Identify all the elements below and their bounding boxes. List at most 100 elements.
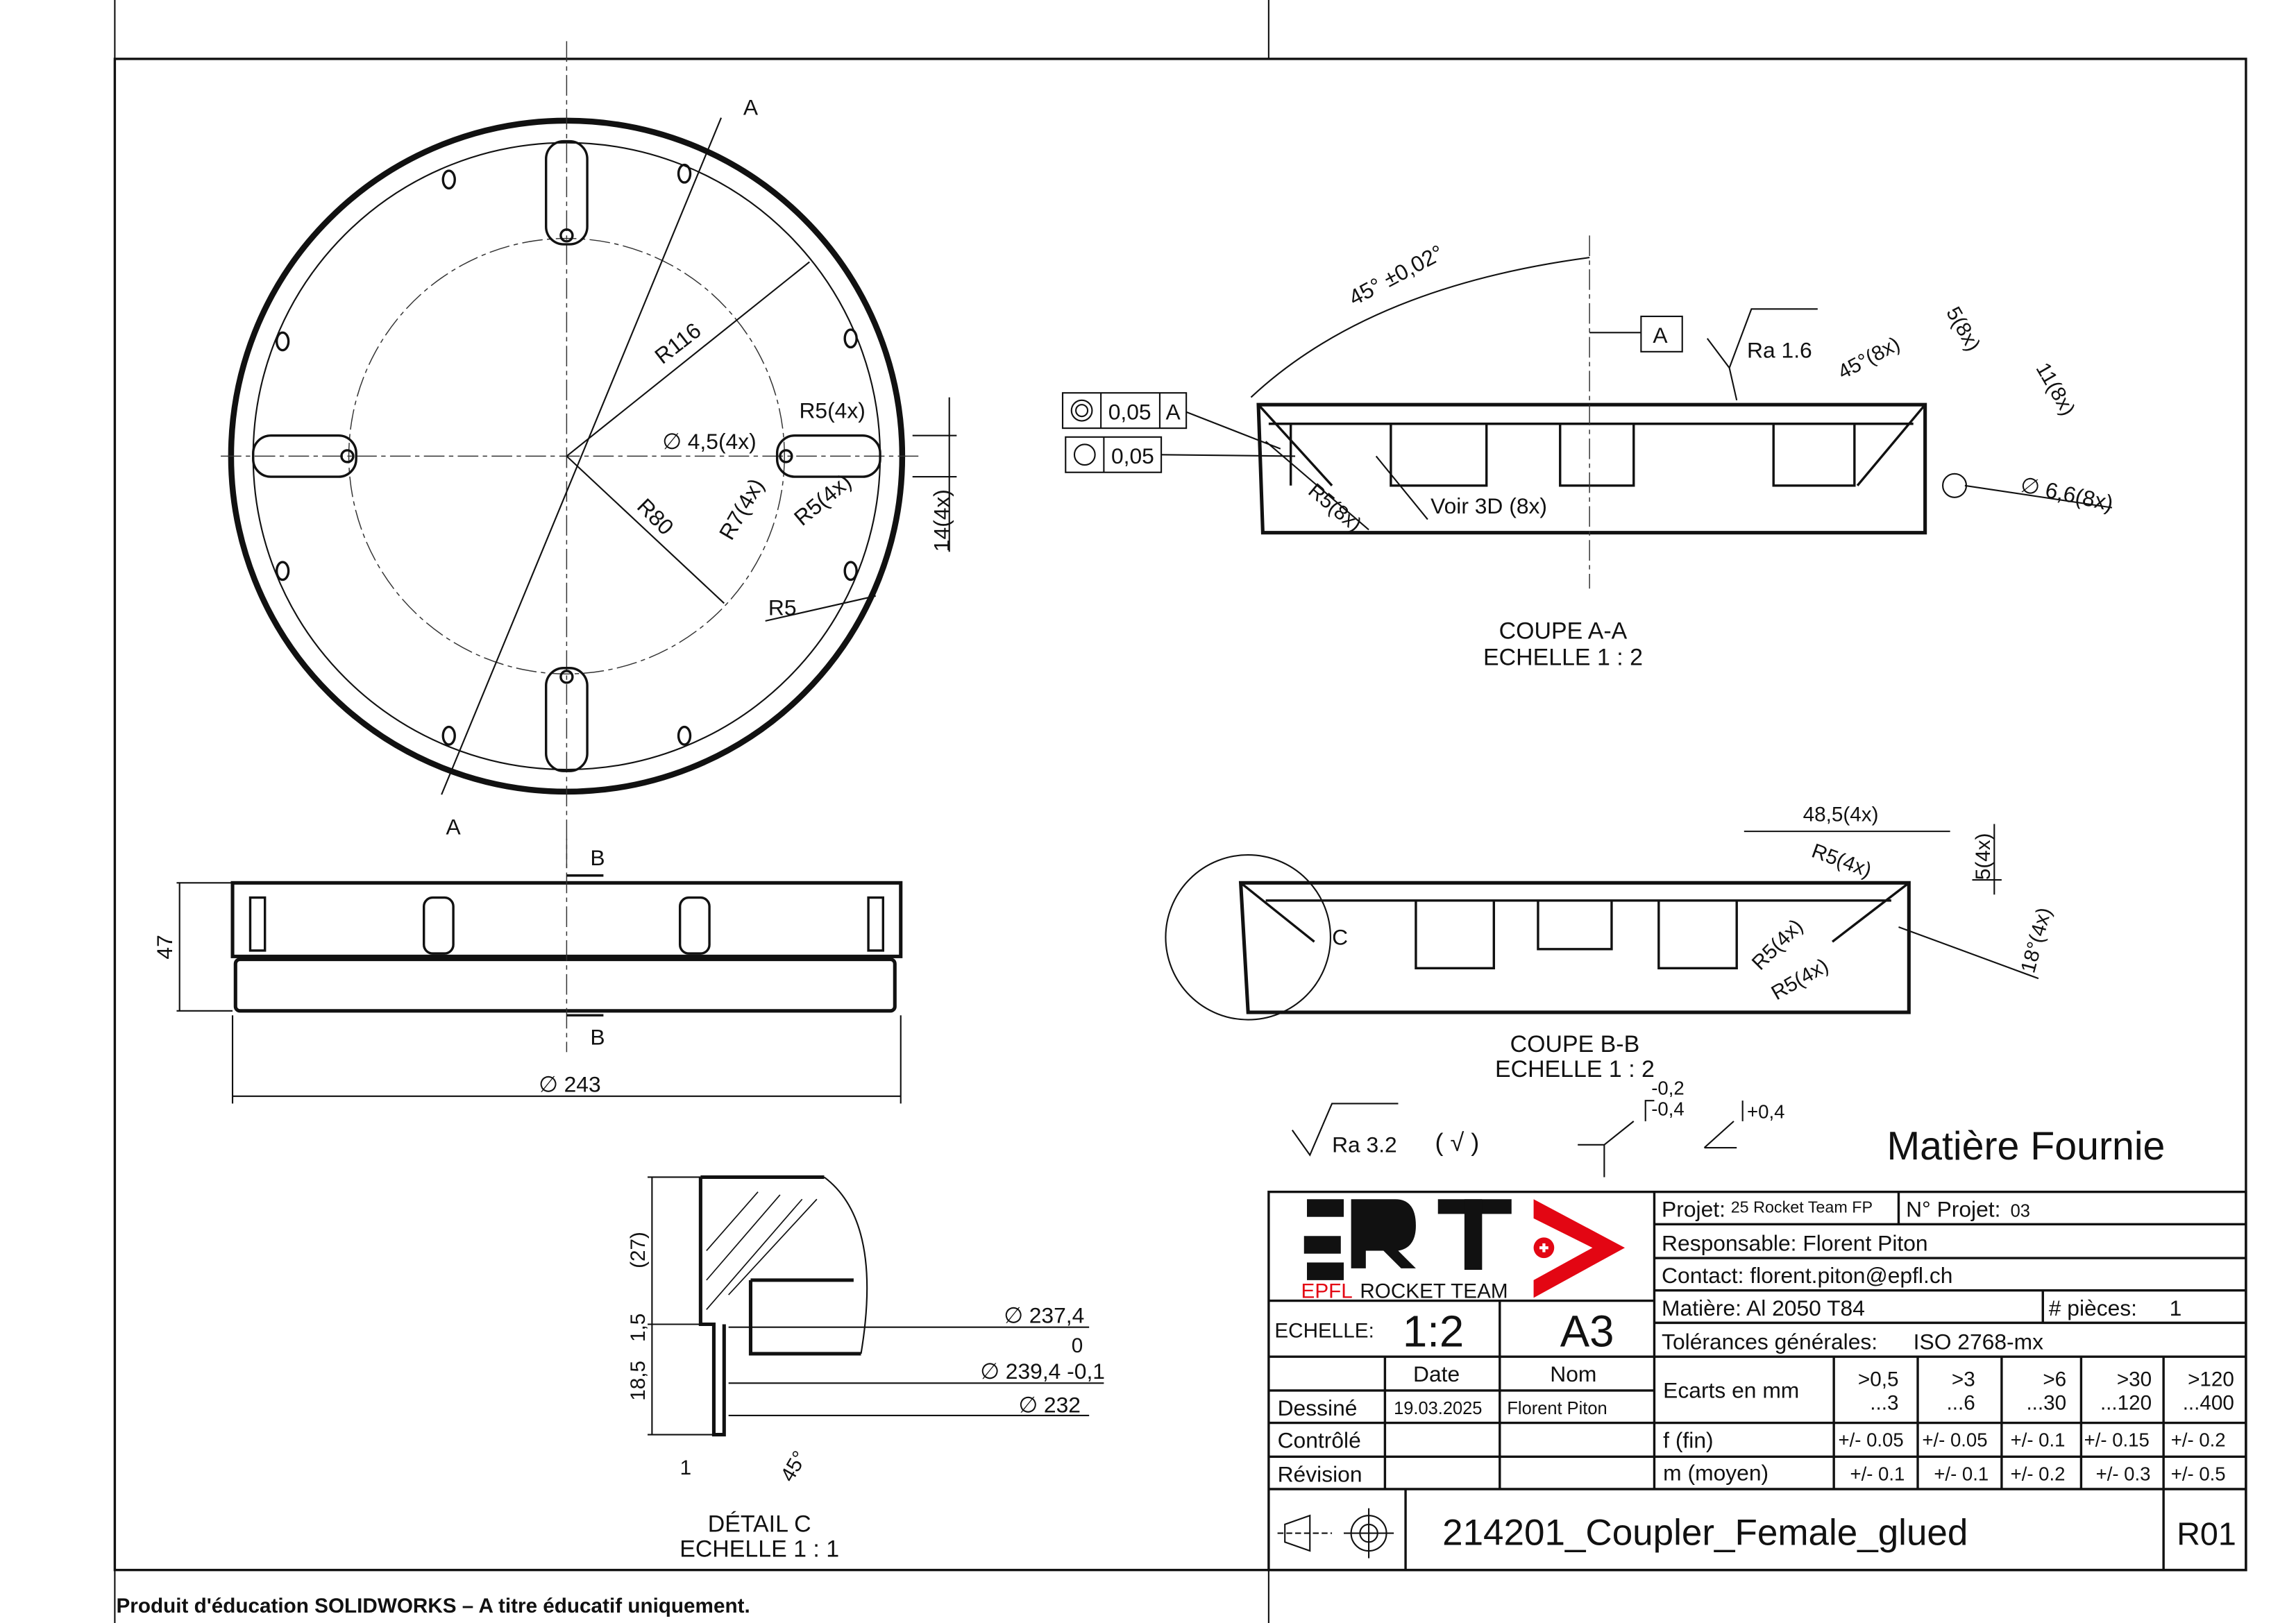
sheet-frame [113,0,2247,1623]
range-header: ...6 [1946,1391,1975,1414]
contact: Contact: florent.piton@epfl.ch [1662,1263,1952,1288]
dim-1: 1 [680,1456,692,1479]
detail-c-marker: C [1332,924,1348,949]
section-a-scale: ECHELLE 1 : 2 [1483,645,1643,671]
top-view: A A R116 R80 ∅ 4,5(4x) R5(4x) R7(4x) R5(… [221,41,957,869]
dim-14-4x: 14(4x) [929,489,954,552]
moyen-value: +/- 0.2 [2011,1463,2066,1484]
dim-45: 45° [776,1447,811,1486]
general-symbols: Ra 3.2 ( √ ) -0,2 -0,4 +0,4 Matière Four… [1291,1078,2165,1178]
range-header: >0,5 [1858,1368,1899,1391]
range-header: >30 [2117,1368,2152,1391]
logo-epfl: EPFL [1301,1280,1353,1302]
logo-rocket-team: ROCKET TEAM [1360,1280,1508,1302]
dim-r5-4x-a: R5(4x) [799,398,865,423]
projet-value: 25 Rocket Team FP [1731,1198,1873,1216]
echelle-value: 1:2 [1403,1307,1464,1356]
date-header: Date [1413,1361,1460,1386]
range-header: ...400 [2183,1391,2234,1414]
section-b-label-top: B [590,845,605,870]
gdt-concentricity-datum: A [1165,399,1181,424]
roughness-check-symbol: ( √ ) [1435,1128,1480,1156]
range-header: ...30 [2026,1391,2066,1414]
side-view: 47 ∅ 243 B B [152,838,903,1104]
dim-angle-45-8x: 45°(8x) [1834,332,1904,384]
tol-plus: +0,4 [1747,1101,1784,1123]
section-a-label-bottom: A [446,814,462,839]
fin-value: +/- 0.2 [2171,1429,2226,1451]
tolerances-value: ISO 2768-mx [1914,1329,2043,1354]
dim-r5-4x-mid: R5(4x) [1748,915,1807,974]
dim-27: (27) [627,1232,650,1268]
dim-angle-45: 45° ±0,02° [1344,240,1447,311]
pieces-value: 1 [2170,1295,2182,1320]
drawing-name: 214201_Coupler_Female_glued [1442,1513,1968,1554]
ert-logo: EPFL ROCKET TEAM [1301,1199,1626,1302]
ecarts-label: Ecarts en mm [1663,1378,1799,1403]
dim-r5-8x: R5(8x) [1304,479,1366,536]
projection-symbol-icon [1277,1508,1394,1558]
gdt-concentricity-value: 0,05 [1108,399,1151,424]
dim-5-8x: 5(8x) [1941,303,1984,355]
section-b-scale: ECHELLE 1 : 2 [1495,1056,1655,1082]
fin-value: +/- 0.15 [2084,1429,2150,1451]
tolerances-label: Tolérances générales: [1662,1329,1877,1354]
dim-angle-18: 18°(4x) [2016,905,2056,975]
revision-code: R01 [2177,1516,2236,1552]
row-revision-label: Révision [1278,1461,1362,1486]
fin-value: +/- 0.05 [1922,1429,1987,1451]
note-voir-3d: Voir 3D (8x) [1430,493,1547,518]
roughness-ra16: Ra 1.6 [1747,337,1812,362]
moyen-value: +/- 0.1 [1934,1463,1989,1484]
dim-r5-4x-top: R5(4x) [1809,840,1875,882]
dim-r5-4x-b: R5(4x) [789,469,856,531]
row-dessine-date: 19.03.2025 [1394,1399,1482,1418]
range-header: ...3 [1870,1391,1898,1414]
dim-r116: R116 [650,318,705,369]
moyen-value: +/- 0.3 [2096,1463,2151,1484]
roughness-ra32: Ra 3.2 [1332,1132,1397,1157]
tol-upper: -0,2 [1651,1078,1684,1099]
echelle-label: ECHELLE: [1274,1320,1374,1343]
sheet-format: A3 [1560,1307,1614,1356]
dim-diameter-243: ∅ 243 [539,1071,601,1096]
fin-value: +/- 0.05 [1839,1429,1904,1451]
projet-label: Projet: [1662,1197,1725,1222]
responsable: Responsable: Florent Piton [1662,1230,1928,1255]
dim-hole-6-6: ∅ 6,6(8x) [2018,472,2116,516]
dim-d232: ∅ 232 [1018,1393,1081,1418]
datum-a: A [1653,323,1668,348]
dim-d239-upper: 0 [1072,1334,1083,1357]
moyen-value: +/- 0.5 [2171,1463,2226,1484]
fin-value: +/- 0.1 [2011,1429,2066,1451]
row-dessine-nom: Florent Piton [1507,1399,1607,1418]
tol-lower: -0,4 [1651,1098,1684,1119]
detail-c: (27) 1,5 18,5 1 45° ∅ 237,4 0 ∅ 239,4 -0… [627,1175,1105,1563]
gdt-circularity-value: 0,05 [1111,443,1154,468]
section-b-b: 48,5(4x) R5(4x) 5(4x) R5(4x) R5(4x) 18°(… [1165,803,2056,1082]
dim-r7-4x: R7(4x) [714,474,769,544]
dim-hole-4-5: ∅ 4,5(4x) [662,429,757,454]
row-dessine-label: Dessiné [1278,1395,1358,1420]
section-b-title: COUPE B-B [1510,1031,1640,1057]
section-a-title: COUPE A-A [1499,618,1628,644]
dim-r5-4x-low: R5(4x) [1767,954,1832,1005]
row-controle-label: Contrôlé [1278,1428,1361,1453]
moyen-value: +/- 0.1 [1850,1463,1905,1484]
dim-r5: R5 [768,595,797,620]
detail-c-title: DÉTAIL C [708,1511,811,1537]
matiere: Matière: Al 2050 T84 [1662,1295,1865,1320]
dim-1-5: 1,5 [627,1314,650,1342]
nom-header: Nom [1550,1361,1596,1386]
dim-d239-4: ∅ 239,4 -0,1 [980,1359,1105,1384]
moyen-label: m (moyen) [1663,1460,1769,1485]
section-a-label-top: A [743,94,759,119]
dim-r80: R80 [632,493,679,540]
range-header: >6 [2043,1368,2066,1391]
section-a-a: 45° ±0,02° A Ra 1.6 0,05 A 0,05 R5(8x) V… [1061,235,2116,671]
dim-11-8x: 11(8x) [2032,359,2080,419]
title-block: EPFL ROCKET TEAM Projet: 25 Rocket Team … [1267,1190,2247,1572]
dim-5-4x: 5(4x) [1972,833,1995,880]
num-projet-label: N° Projet: [1906,1197,2000,1222]
